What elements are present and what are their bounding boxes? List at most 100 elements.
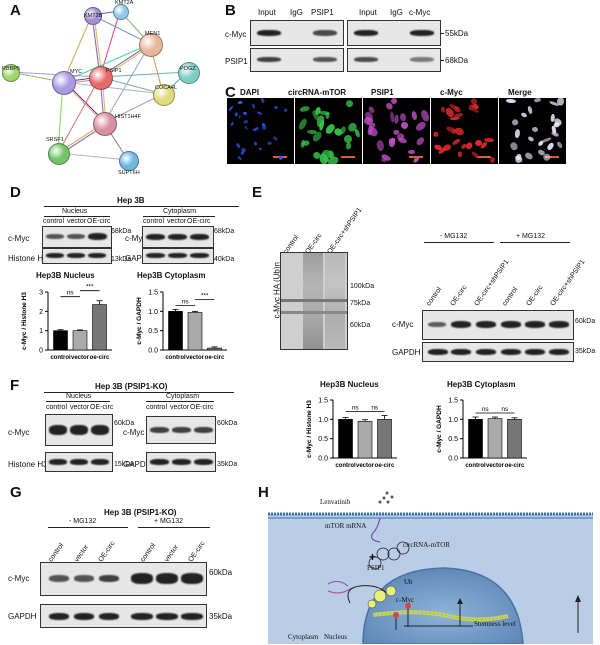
c-header-psip1: PSIP1: [371, 88, 394, 97]
d-chart-cyto-title: Hep3B Cytoplasm: [137, 271, 206, 280]
x-tick-label: oe-circ: [205, 355, 225, 361]
b-blot-left-cmyc: [250, 20, 344, 46]
cell: [299, 105, 311, 114]
significance-label: ***: [201, 292, 209, 299]
x-tick-label: vector: [486, 463, 505, 469]
f-row-gapdh: GAPDH: [123, 460, 152, 469]
bar-oe-circ: [507, 419, 522, 459]
cell: [400, 120, 410, 130]
y-tick-label: 2: [39, 309, 43, 316]
g-mg-minus: - MG132: [69, 518, 97, 525]
b-blot-right-cmyc: [347, 20, 441, 46]
b-lane-igg-1: IgG: [290, 8, 303, 17]
panel-label-h: H: [258, 484, 269, 501]
x-tick-label: oe-circ: [505, 463, 525, 469]
e-mw-75: 75kDa: [350, 300, 371, 307]
b-row-cmyc: c-Myc: [225, 30, 247, 39]
panel-label-b: B: [225, 2, 236, 19]
g-lane-3: OE-circ: [97, 540, 117, 564]
cell: [339, 125, 347, 135]
network-node-hist1h4f: [93, 112, 117, 136]
e-mw-100: 100kDa: [350, 283, 375, 290]
b-blot-right-psip1: [347, 48, 441, 72]
y-tick-label: 1.0: [148, 309, 158, 316]
f-mw-60-l: 60kDa: [114, 420, 135, 427]
e-blot-gapdh: [422, 342, 574, 362]
f-nucleus: Nucleus: [66, 393, 92, 400]
g-mg-plus: + MG132: [154, 518, 183, 525]
b-row-psip1: PSIP1: [225, 57, 248, 66]
d-mw-68-l: 68kDa: [111, 228, 132, 235]
e-blot-ub: [280, 252, 348, 350]
d-title: Hep 3B: [117, 196, 145, 205]
cell: [555, 141, 564, 150]
cell: [464, 141, 474, 151]
network-label-psip1: PSIP1: [106, 68, 122, 74]
c-image-merge: [499, 98, 566, 164]
network-node-myc: [52, 71, 76, 95]
significance-label: ns: [352, 404, 360, 411]
cell: [253, 126, 260, 132]
cell: [242, 111, 248, 116]
f-row-histone: Histone H3: [8, 460, 48, 469]
cell: [546, 141, 555, 151]
d-lane-vector-l: vector: [67, 218, 87, 225]
g-title: Hep 3B (PSIP1-KO): [104, 508, 177, 517]
d-blot-nuc-histone: [42, 248, 112, 264]
cell: [514, 128, 521, 138]
f-mw-15: 15kDa: [114, 461, 135, 468]
cell: [284, 108, 288, 113]
significance-label: ns: [371, 404, 379, 411]
c-image-psip1: [363, 98, 430, 164]
e-mg-plus: + MG132: [516, 233, 545, 240]
cell: [237, 155, 243, 161]
cell: [240, 147, 246, 152]
x-tick-label: oe-circ: [90, 355, 110, 361]
g-mw-35: 35kDa: [209, 612, 233, 621]
cell: [509, 141, 520, 152]
g-row-gapdh: GAPDH: [8, 612, 37, 621]
g-lane-1: control: [47, 542, 66, 564]
network-node-kmt2a: [113, 4, 129, 20]
b-lane-input-2: Input: [359, 8, 377, 17]
g-lane-5: vector: [163, 543, 181, 564]
f-cytoplasm: Cytoplasm: [166, 393, 200, 400]
b-lane-input-1: Input: [258, 8, 276, 17]
cell: [470, 150, 481, 160]
cell: [414, 120, 428, 133]
cell: [457, 151, 462, 158]
y-tick-label: 0.0: [318, 456, 328, 463]
significance-label: ns: [501, 406, 509, 413]
cell: [506, 98, 517, 103]
d-lane-control-r: control: [143, 218, 165, 225]
f-mw-35: 35kDa: [217, 461, 238, 468]
y-tick-label: 1: [39, 328, 43, 335]
h-stemness: Stemness level: [474, 620, 516, 628]
panel-label-e: E: [252, 184, 263, 201]
cell: [274, 106, 279, 109]
cell: [297, 117, 309, 131]
cell: [451, 138, 461, 147]
f-blot-nuc-histone: [45, 452, 113, 472]
cell: [253, 142, 258, 147]
e-mw-60: 60kDa: [350, 322, 371, 329]
c-header-cmyc: c-Myc: [440, 88, 463, 97]
cell: [510, 118, 520, 127]
y-axis-label: c-Myc / Histone H3: [306, 400, 313, 458]
y-tick-label: 0.0: [148, 348, 158, 355]
bar-vector: [72, 330, 88, 351]
cell: [252, 102, 256, 109]
h-cytoplasm: Cytoplasm: [288, 633, 319, 641]
d-lane-vector-r: vector: [167, 218, 187, 225]
e-mw-60-r: 60kDa: [575, 318, 596, 325]
network-label-supt6h: SUPT6H: [118, 170, 140, 176]
panel-label-f: F: [10, 377, 20, 394]
cell: [454, 126, 466, 137]
cell: [277, 155, 283, 161]
cell: [256, 111, 263, 116]
network-label-hist1h4f: HIST1H4F: [115, 114, 141, 120]
cell: [527, 135, 535, 143]
cell: [419, 108, 430, 123]
